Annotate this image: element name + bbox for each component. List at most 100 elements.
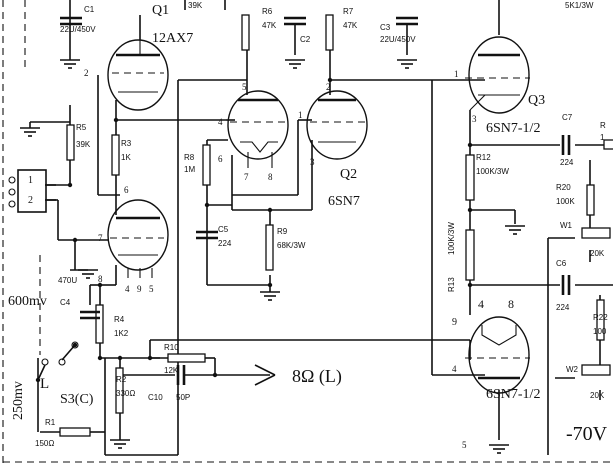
- c10-label: C10: [148, 393, 163, 402]
- r20-label: R20: [556, 183, 571, 192]
- tube-q3: [465, 36, 530, 114]
- r1-label: R1: [45, 418, 56, 427]
- junction-dots: [35, 77, 473, 383]
- c4-label: C4: [60, 298, 71, 307]
- c7-value: 224: [560, 158, 574, 167]
- r2-value: 330Ω: [116, 389, 135, 398]
- pin-q1-2: 2: [84, 68, 89, 78]
- r13-value: 100K/3W: [447, 222, 456, 255]
- pin-q2-8: 8: [268, 172, 273, 182]
- r4-label: R4: [114, 315, 125, 324]
- r3-value: 1K: [121, 153, 131, 162]
- r8-label: R8: [184, 153, 195, 162]
- pin-q2-1: 1: [298, 110, 303, 120]
- c6-label: C6: [556, 259, 567, 268]
- pin-q2-4: 4: [218, 117, 223, 127]
- top-right-value: 5K1/3W: [565, 1, 594, 10]
- r22-label: R22: [593, 313, 608, 322]
- r20-value: 100K: [556, 197, 575, 206]
- connector-pin-1: 1: [28, 175, 33, 186]
- output-8ohm: 8Ω (L): [292, 366, 342, 387]
- pin-q1-5: 5: [149, 284, 154, 294]
- pin-q2-2: 2: [326, 82, 331, 92]
- pin-q1-9: 9: [137, 284, 142, 294]
- pin-q2-3: 3: [310, 157, 315, 167]
- q3-type: 6SN7-1/2: [486, 121, 540, 136]
- tube-q4: [465, 316, 530, 394]
- pin-q3-1: 1: [454, 69, 459, 79]
- pin-numbers: 2 6 7 8 4 9 5 5 2 4 1 6 3 7 8 1 3 9 4 5 …: [28, 68, 514, 450]
- r10-value: 12K: [164, 366, 179, 375]
- r4-value: 1K2: [114, 329, 129, 338]
- resistors: [59, 14, 613, 437]
- component-labels: C1 22U/450V Q1 12AX7 39K R6 47K C2 R7 47…: [8, 1, 608, 448]
- pin-q1-7: 7: [98, 233, 103, 243]
- c1-value: 22U/450V: [60, 25, 96, 34]
- w1-value: 20K: [590, 249, 605, 258]
- q2-label: Q2: [340, 167, 357, 182]
- c7-label: C7: [562, 113, 573, 122]
- r10-label: R10: [164, 343, 179, 352]
- input-250mv: 250mv: [11, 381, 26, 420]
- c5-label: C5: [218, 225, 229, 234]
- c4-value: 470U: [58, 276, 77, 285]
- c1-label: C1: [84, 5, 95, 14]
- r9-value: 68K/3W: [277, 241, 306, 250]
- r12-value: 100K/3W: [476, 167, 509, 176]
- pin-q2-5: 5: [242, 82, 247, 92]
- r-edge-value: 1: [600, 133, 605, 142]
- w2-label: W2: [566, 365, 579, 374]
- r13-label: R13: [447, 277, 456, 292]
- switch-l-label: L: [40, 376, 49, 392]
- pin-q4-heater-r: 8: [508, 297, 514, 311]
- r7-label: R7: [343, 7, 354, 16]
- pin-q3-3: 3: [472, 114, 477, 124]
- r6-label: R6: [262, 7, 273, 16]
- neg-70v: -70V: [566, 423, 608, 445]
- c3-label: C3: [380, 23, 391, 32]
- r-edge-label: R: [600, 121, 606, 130]
- capacitors: [60, 16, 571, 385]
- connector-pin-2: 2: [28, 195, 33, 206]
- r12-label: R12: [476, 153, 491, 162]
- c6-value: 224: [556, 303, 570, 312]
- q3-label: Q3: [528, 93, 545, 108]
- c5-value: 224: [218, 239, 232, 248]
- q4-type: 6SN7-1/2: [486, 387, 540, 402]
- pin-q4-heater-l: 4: [478, 297, 484, 311]
- input-600mv: 600mv: [8, 294, 47, 309]
- r5-value: 39K: [76, 140, 91, 149]
- pin-q1-8: 8: [98, 274, 103, 284]
- r8-value: 1M: [184, 165, 195, 174]
- q2-type: 6SN7: [328, 194, 360, 209]
- r22-value: 100: [593, 327, 607, 336]
- tube-q2-left: [227, 90, 289, 160]
- pin-q2-7: 7: [244, 172, 249, 182]
- r-top-value: 39K: [188, 1, 203, 10]
- pin-q4-4: 4: [452, 364, 457, 374]
- w2-value: 20K: [590, 391, 605, 400]
- r3-label: R3: [121, 139, 132, 148]
- pin-q1-6: 6: [124, 185, 129, 195]
- r1-value: 150Ω: [35, 439, 54, 448]
- tube-q1-lower: [107, 199, 169, 271]
- c3-value: 22U/450V: [380, 35, 416, 44]
- ground-symbols: [20, 40, 525, 454]
- r7-value: 47K: [343, 21, 358, 30]
- tube-q2-right: [306, 90, 368, 160]
- pin-q1-4: 4: [125, 284, 130, 294]
- r2-label: R2: [116, 375, 127, 384]
- c10-value: 50P: [176, 393, 190, 402]
- r9-label: R9: [277, 227, 288, 236]
- r5-label: R5: [76, 123, 87, 132]
- pin-q4-9: 9: [452, 317, 457, 328]
- pin-q4-5: 5: [462, 440, 467, 450]
- switch-s3: [41, 341, 79, 366]
- q1-label: Q1: [152, 3, 169, 18]
- pin-q2-6: 6: [218, 154, 223, 164]
- switch-s3-label: S3(C): [60, 392, 94, 407]
- input-connector: [8, 169, 56, 213]
- c2-label: C2: [300, 35, 311, 44]
- w1-label: W1: [560, 221, 573, 230]
